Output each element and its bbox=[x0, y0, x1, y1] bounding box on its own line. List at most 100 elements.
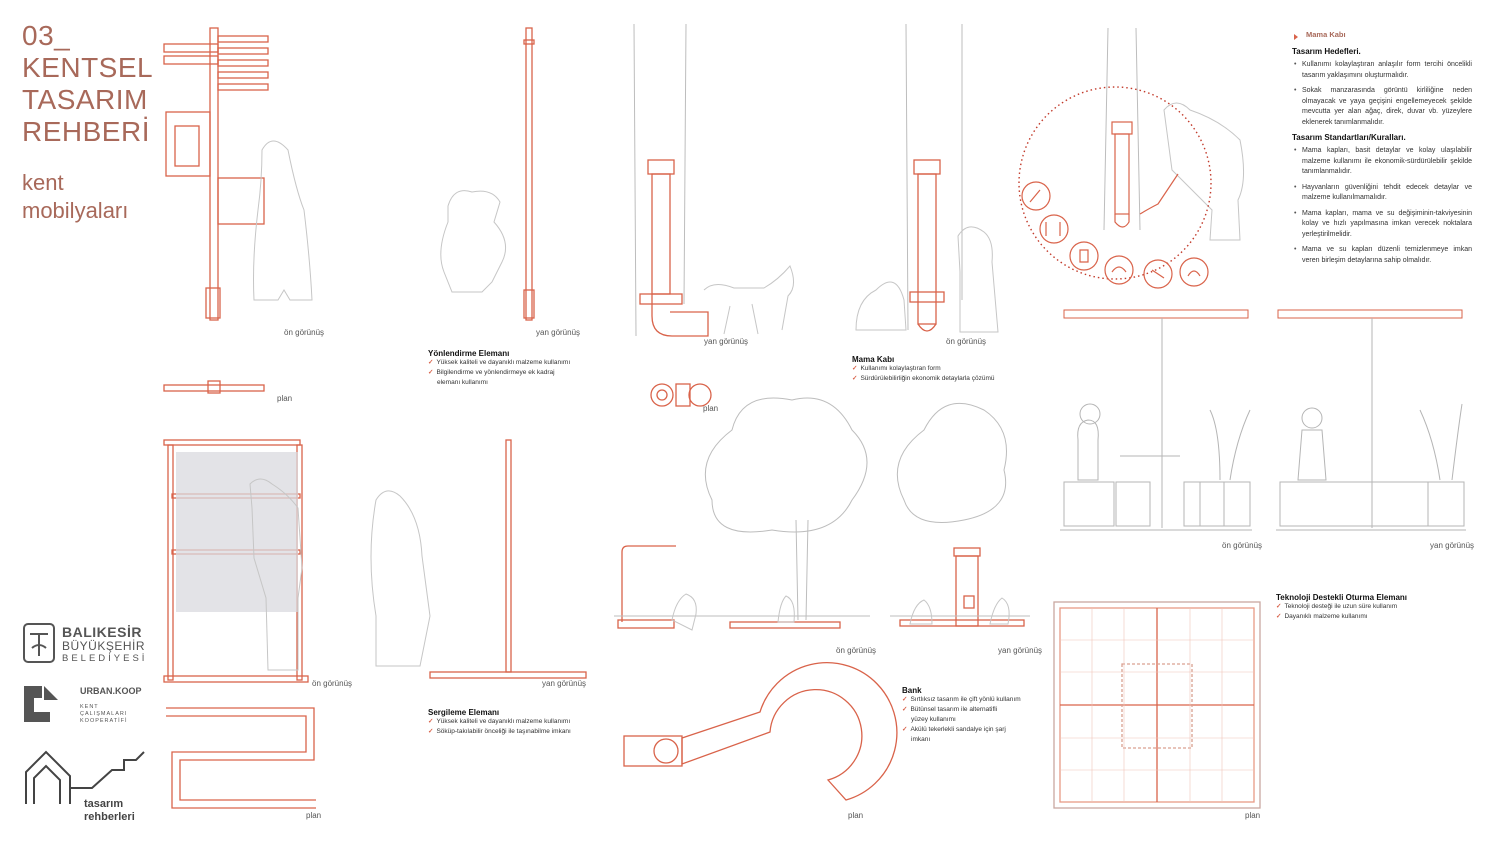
label-side-view-4: yan görünüş bbox=[998, 646, 1043, 655]
tech-seat-plan-drawing bbox=[1053, 601, 1261, 809]
tasarim-rehberleri-logo: tasarım rehberleri bbox=[22, 748, 152, 824]
design-guidelines-panel: Mama Kabı Tasarım Hedefleri. Kullanımı k… bbox=[1292, 30, 1472, 271]
title-line-1: KENTSEL bbox=[22, 52, 154, 83]
label-side-view-3: yan görünüş bbox=[542, 679, 587, 688]
cleaning-brush-icon bbox=[1021, 181, 1051, 211]
rule-item: Mama kapları, mama ve su değişiminin-tak… bbox=[1294, 209, 1472, 241]
subtitle-line-1: kent bbox=[22, 170, 64, 195]
list-item: ✓Sürdürülebilirliğin ekonomik detaylarla… bbox=[852, 375, 995, 382]
bench-plan-drawing bbox=[623, 662, 898, 801]
water-bottle-icon bbox=[1069, 241, 1099, 271]
label-front-view-4: ön görünüş bbox=[836, 646, 877, 655]
exhibit-side-drawing bbox=[429, 439, 587, 679]
bench-side-drawing bbox=[899, 547, 1025, 627]
label-front-view-3: ön görünüş bbox=[312, 679, 353, 688]
section-number: 03_ bbox=[22, 20, 71, 51]
section-wayfinding: Yönlendirme Elemanı ✓Yüksek kaliteli ve … bbox=[428, 349, 598, 388]
wayfinding-front-drawing bbox=[163, 27, 269, 321]
section-title: Yönlendirme Elemanı bbox=[428, 349, 510, 358]
cat-face-icon bbox=[1104, 255, 1134, 285]
check-icon: ✓ bbox=[428, 359, 434, 366]
check-icon: ✓ bbox=[852, 375, 858, 382]
feeder-side-drawing bbox=[639, 159, 709, 337]
list-item: ✓Akülü tekerlekli sandalye için şarj bbox=[902, 726, 1006, 733]
fork-knife-icon bbox=[1039, 214, 1069, 244]
check-icon: ✓ bbox=[428, 369, 434, 376]
exhibit-panel bbox=[176, 452, 298, 612]
section-title: Bank bbox=[902, 686, 922, 695]
rules-heading: Tasarım Standartları/Kuralları. bbox=[1292, 133, 1406, 142]
list-item: ✓Söküp-takılabilir önceliği ile taşınabi… bbox=[428, 728, 571, 735]
subtitle-line-2: mobilyaları bbox=[22, 198, 129, 223]
tech-seat-side-drawing bbox=[1199, 309, 1466, 531]
section-bench: Bank ✓Sırtlıksız tasarım ile çift yönlü … bbox=[902, 686, 1052, 745]
label-side-view-1: yan görünüş bbox=[536, 328, 581, 337]
callout-circle bbox=[1018, 86, 1212, 280]
check-icon: ✓ bbox=[1276, 603, 1282, 610]
tech-seat-front-drawing bbox=[1060, 309, 1252, 531]
list-item: elemanı kullanımı bbox=[437, 379, 488, 386]
exhibit-plan-drawing bbox=[166, 707, 316, 809]
check-icon: ✓ bbox=[852, 365, 858, 372]
tech-seat-grid bbox=[1060, 608, 1254, 802]
goals-heading: Tasarım Hedefleri. bbox=[1292, 47, 1361, 56]
paw-care-icon bbox=[1143, 259, 1173, 289]
figure-sketches bbox=[249, 102, 1244, 671]
check-icon: ✓ bbox=[902, 706, 908, 713]
callout-icons bbox=[1021, 181, 1209, 289]
check-icon: ✓ bbox=[902, 696, 908, 703]
list-item: ✓Kullanımı kolaylaştıran form bbox=[852, 365, 941, 372]
list-item: ✓Bilgilendirme ve yönlendirmeye ek kadra… bbox=[428, 369, 555, 376]
wayfinding-plan-drawing bbox=[163, 380, 265, 394]
title-line-3: REHBERİ bbox=[22, 116, 150, 147]
label-front-view-1: ön görünüş bbox=[284, 328, 325, 337]
tree-sketches bbox=[614, 23, 1141, 621]
section-exhibit: Sergileme Elemanı ✓Yüksek kaliteli ve da… bbox=[428, 708, 608, 737]
label-plan-2: plan bbox=[703, 404, 719, 413]
section-feeder: Mama Kabı ✓Kullanımı kolaylaştıran form … bbox=[852, 355, 1032, 384]
label-front-view-5: ön görünüş bbox=[1222, 541, 1263, 550]
check-icon: ✓ bbox=[1276, 613, 1282, 620]
list-item: ✓Sırtlıksız tasarım ile çift yönlü kulla… bbox=[902, 696, 1021, 703]
rule-item: Mama ve su kapları düzenli temizlenmeye … bbox=[1294, 245, 1472, 266]
urbankoop-mark-icon bbox=[24, 686, 58, 722]
label-plan-5: plan bbox=[1245, 811, 1261, 820]
rule-item: Hayvanların güvenliğini tehdit edecek de… bbox=[1294, 183, 1472, 204]
urbankoop-logo: URBAN.KOOP KENT ÇALIŞMALARI KOOPERATİFİ bbox=[22, 684, 162, 732]
tag-arrow-icon bbox=[1294, 34, 1298, 40]
feeder-plan-drawing bbox=[650, 383, 712, 407]
rule-item: Mama kapları, basit detaylar ve kolay ul… bbox=[1294, 146, 1472, 178]
feeder-front-drawing bbox=[909, 159, 945, 332]
panel-tag: Mama Kabı bbox=[1306, 30, 1346, 39]
list-item: ✓Yüksek kaliteli ve dayanıklı malzeme ku… bbox=[428, 359, 571, 366]
check-icon: ✓ bbox=[428, 728, 434, 735]
section-title: Sergileme Elemanı bbox=[428, 708, 500, 717]
hand-heart-icon bbox=[1179, 257, 1209, 287]
label-plan-4: plan bbox=[848, 811, 864, 820]
wayfinding-side-drawing bbox=[523, 27, 535, 321]
list-item: yüzey kullanımı bbox=[911, 716, 956, 723]
goal-item: Sokak manzarasında görüntü kirliliğine n… bbox=[1294, 86, 1472, 128]
section-tech-seat: Teknoloji Destekli Oturma Elemanı ✓Tekno… bbox=[1276, 593, 1456, 622]
goal-item: Kullanımı kolaylaştıran anlaşılır form t… bbox=[1294, 60, 1472, 81]
callout-feeder-drawing bbox=[1111, 121, 1179, 228]
list-item: ✓Yüksek kaliteli ve dayanıklı malzeme ku… bbox=[428, 718, 571, 725]
label-side-view-2: yan görünüş bbox=[704, 337, 749, 346]
label-plan-1: plan bbox=[277, 394, 293, 403]
balikesir-logo: BALIKESİR BÜYÜKŞEHİR BELEDİYESİ bbox=[22, 622, 152, 666]
title-line-2: TASARIM bbox=[22, 84, 148, 115]
list-item: ✓Dayanıklı malzeme kullanımı bbox=[1276, 613, 1368, 620]
houses-outline-icon bbox=[25, 750, 145, 804]
check-icon: ✓ bbox=[902, 726, 908, 733]
label-plan-3: plan bbox=[306, 811, 322, 820]
list-item: ✓Bütünsel tasarım ile alternatifli bbox=[902, 706, 998, 713]
section-title: Teknoloji Destekli Oturma Elemanı bbox=[1276, 593, 1407, 602]
list-item: ✓Teknoloji desteği ile uzun süre kullanı… bbox=[1276, 603, 1398, 610]
check-icon: ✓ bbox=[428, 718, 434, 725]
label-front-view-2: ön görünüş bbox=[946, 337, 987, 346]
label-side-view-5: yan görünüş bbox=[1430, 541, 1475, 550]
list-item: imkanı bbox=[911, 736, 931, 743]
section-title: Mama Kabı bbox=[852, 355, 895, 364]
municipality-emblem-icon bbox=[23, 623, 55, 663]
